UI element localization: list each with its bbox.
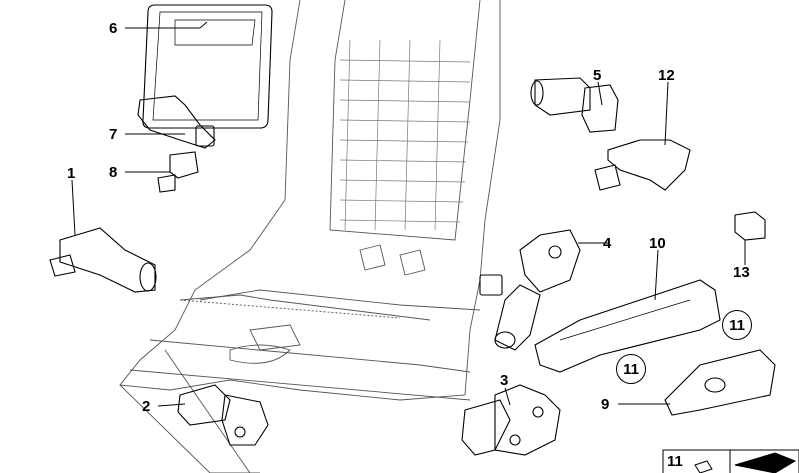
part-13-clip [734,211,766,241]
callout-11-circle-left: 11 [616,354,646,384]
callout-11-circle-right: 11 [722,310,752,340]
seat-frame [119,0,501,473]
fastener-box [662,449,799,473]
callout-1: 1 [67,165,76,182]
callout-7: 7 [109,126,118,143]
part-3-gearbox [461,384,561,456]
part-5-motor [530,77,619,133]
part-7-switch-bracket [137,95,216,149]
callout-10: 10 [649,235,666,252]
part-6-back-panel [142,4,273,129]
callout-2: 2 [142,398,151,415]
callout-13: 13 [733,264,750,281]
part-10-rail [534,279,721,373]
part-8-connector [157,151,199,193]
part-4-gear-motor [479,229,581,351]
part-1-motor [49,227,157,293]
part-12-harness [594,139,691,191]
callout-12: 12 [658,67,675,84]
part-9-seat-switch [664,349,776,416]
callout-9: 9 [601,396,610,413]
callout-8: 8 [109,164,118,181]
callout-11-box: 11 [667,453,683,470]
callout-6: 6 [109,20,118,37]
part-2-motor [177,384,269,446]
leader-lines [71,21,746,407]
callout-5: 5 [593,67,602,84]
callout-4: 4 [603,235,612,252]
callout-3: 3 [500,372,509,389]
